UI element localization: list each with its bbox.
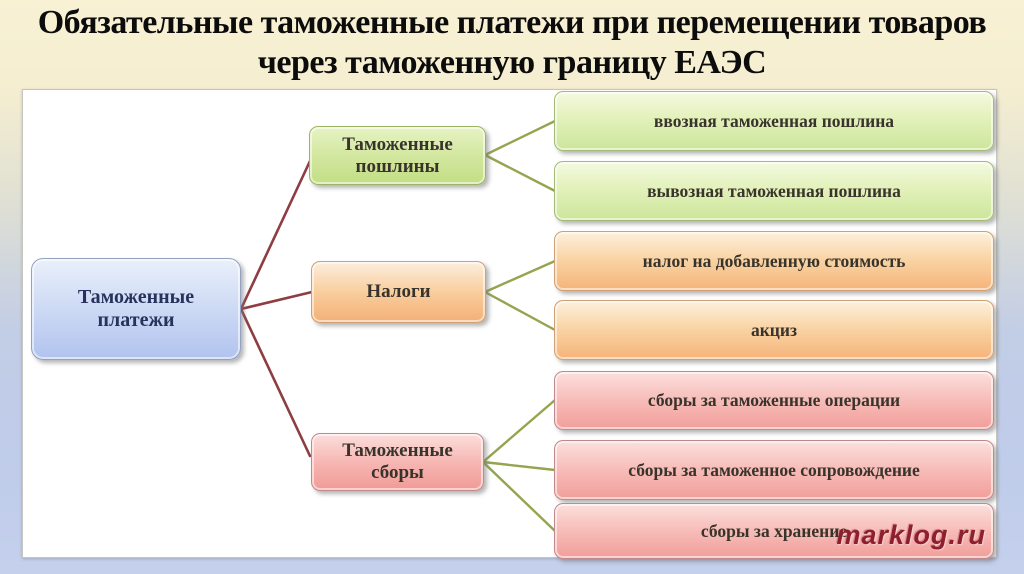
node-customs-duties-label: Таможенные пошлины (342, 133, 453, 177)
node-customs-escort-fee: сборы за таможенное сопровождение (554, 440, 994, 500)
node-customs-escort-fee-label: сборы за таможенное сопровождение (628, 459, 920, 480)
node-import-customs-duty-label: ввозная таможенная пошлина (653, 110, 895, 131)
node-excise: акциз (554, 300, 994, 360)
node-export-customs-duty: вывозная таможенная пошлина (554, 161, 994, 221)
node-storage-fee: сборы за хранение (554, 503, 994, 559)
node-export-customs-duty-label: вывозная таможенная пошлина (647, 180, 901, 201)
diagram-panel: Таможенные платежи Таможенные пошлины На… (22, 89, 997, 559)
node-taxes: Налоги (311, 261, 486, 323)
node-vat-label: налог на добавленную стоимость (642, 250, 906, 271)
node-customs-fees-label: Таможенные сборы (342, 440, 453, 483)
node-excise-label: акциз (750, 319, 798, 340)
node-customs-payments-label: Таможенные платежи (77, 286, 195, 331)
node-taxes-label: Налоги (366, 281, 431, 303)
node-import-customs-duty: ввозная таможенная пошлина (554, 91, 994, 151)
connector-lines (239, 119, 557, 533)
node-storage-fee-label: сборы за хранение (700, 520, 848, 541)
watermark-marklog: marklog.ru (836, 520, 986, 550)
slide-title: Обязательные таможенные платежи при пере… (37, 4, 987, 81)
node-customs-payments: Таможенные платежи (31, 258, 241, 360)
node-customs-duties: Таможенные пошлины (309, 126, 486, 185)
node-customs-operations-fee: сборы за таможенные операции (554, 371, 994, 430)
node-vat: налог на добавленную стоимость (554, 231, 994, 291)
node-customs-fees: Таможенные сборы (311, 433, 484, 491)
node-customs-operations-fee-label: сборы за таможенные операции (647, 390, 901, 411)
